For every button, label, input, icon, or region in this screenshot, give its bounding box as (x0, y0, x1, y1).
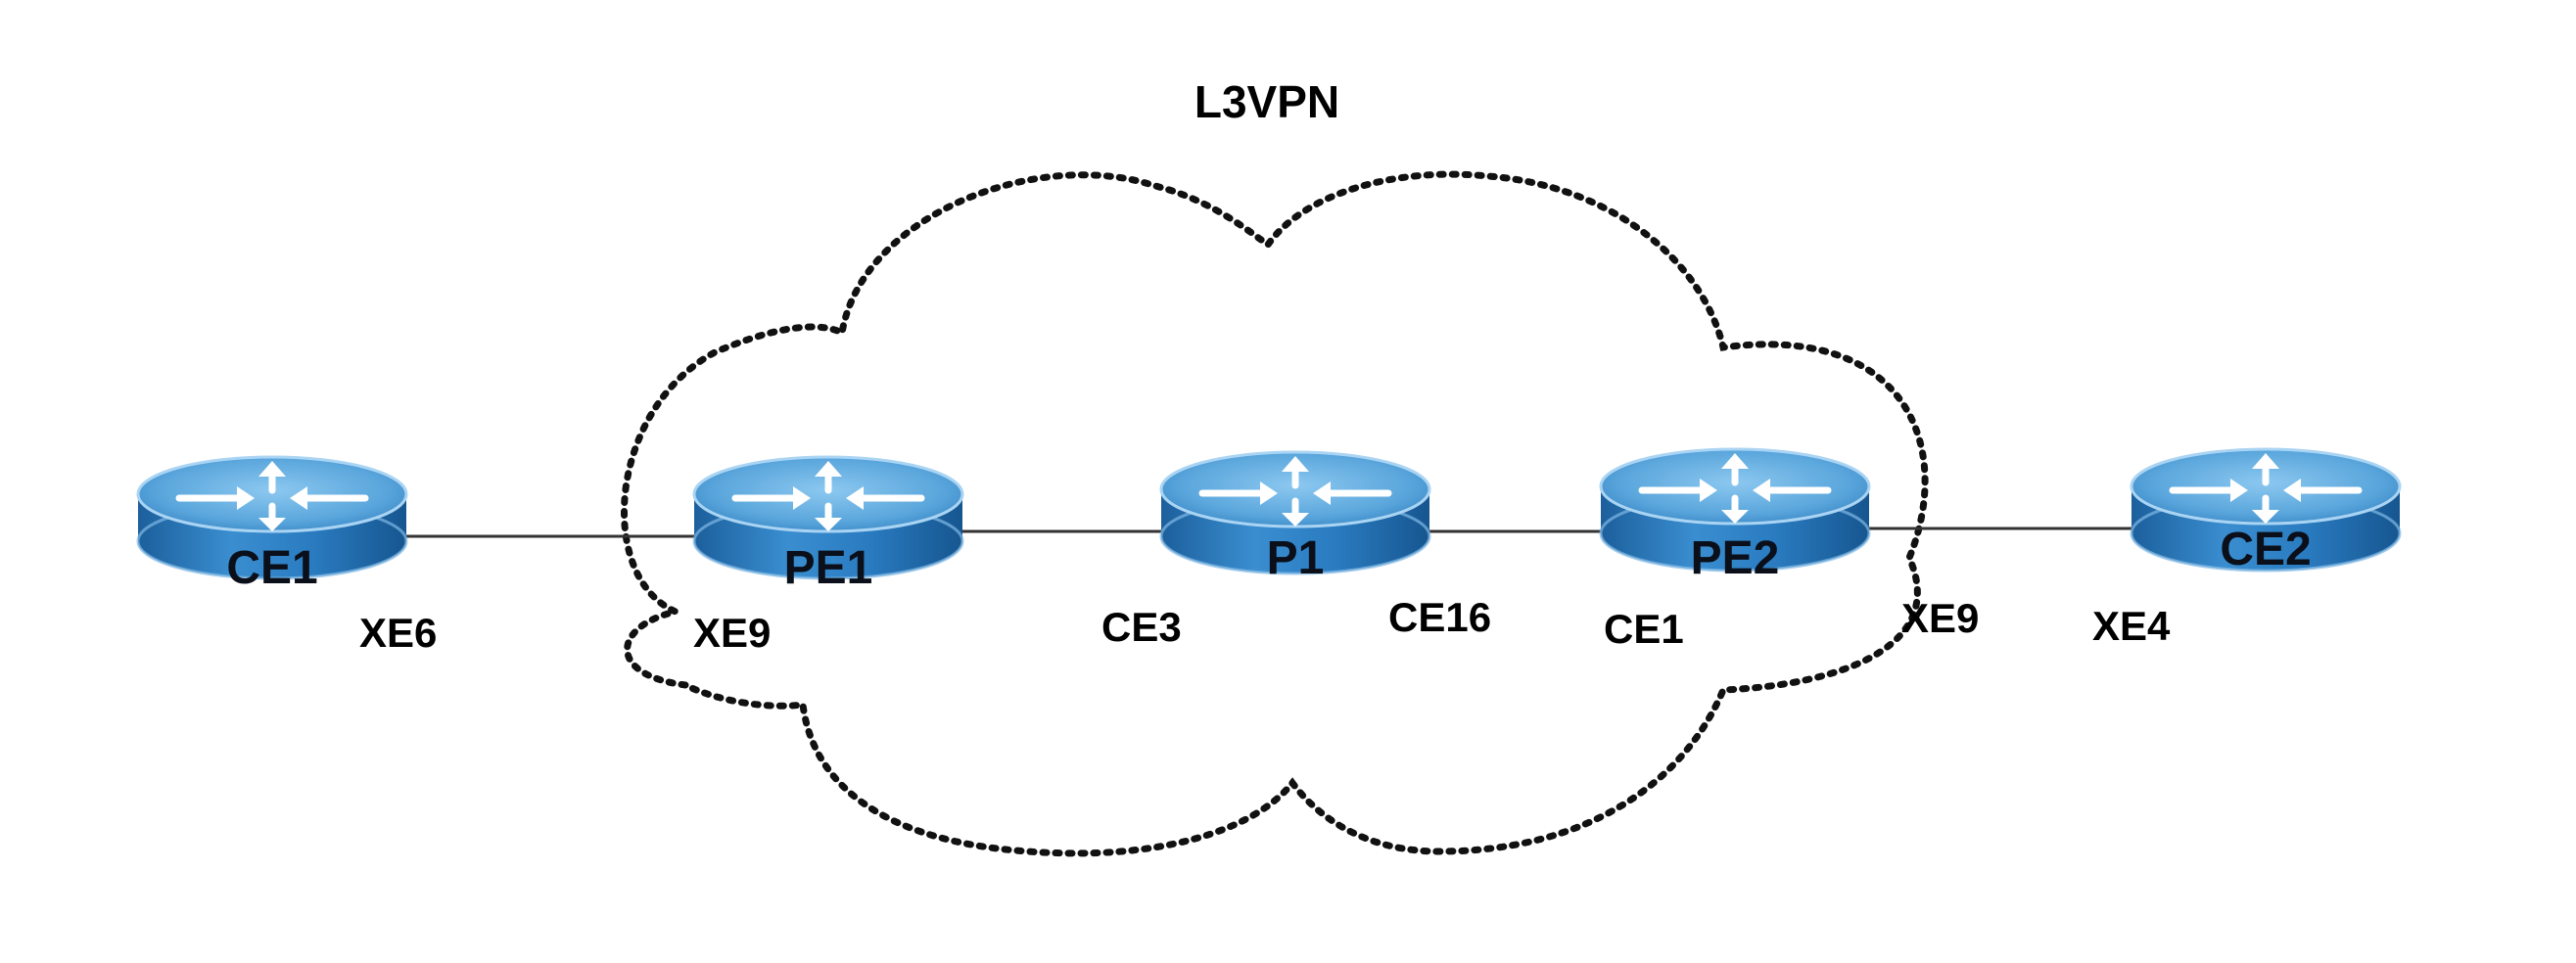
router-label-pe1: PE1 (784, 542, 873, 594)
router-pe2[interactable]: PE2 (1601, 449, 1869, 584)
diagram-title: L3VPN (1194, 76, 1339, 127)
port-label-xe6: XE6 (359, 610, 437, 656)
router-label-p1: P1 (1267, 532, 1325, 584)
router-ce2[interactable]: CE2 (2131, 449, 2400, 575)
port-label-xe9-pe2: XE9 (1901, 595, 1979, 641)
router-label-pe2: PE2 (1691, 532, 1780, 584)
port-label-ce1: CE1 (1604, 606, 1684, 652)
router-label-ce2: CE2 (2220, 524, 2311, 575)
port-labels: XE6 XE9 CE3 CE16 CE1 XE9 XE4 (359, 594, 2171, 656)
router-p1[interactable]: P1 (1161, 452, 1429, 584)
links (405, 527, 2134, 538)
router-ce1[interactable]: CE1 (138, 457, 406, 594)
router-label-ce1: CE1 (226, 542, 317, 594)
port-label-ce16: CE16 (1388, 594, 1491, 640)
router-pe1[interactable]: PE1 (694, 457, 962, 594)
port-label-xe4: XE4 (2092, 603, 2171, 649)
port-label-xe9-pe1: XE9 (693, 610, 771, 656)
l3vpn-cloud-boundary (621, 170, 1929, 857)
port-label-ce3: CE3 (1101, 604, 1182, 650)
